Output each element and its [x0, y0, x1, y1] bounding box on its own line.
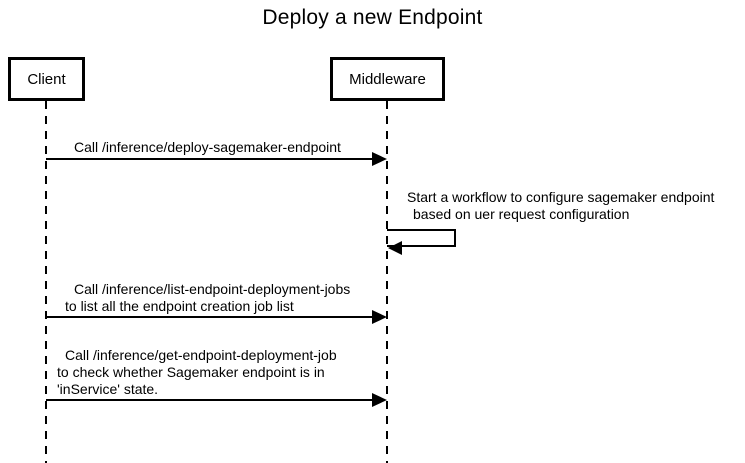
arrowhead-right-icon — [372, 393, 387, 407]
message-3-line-2: to check whether Sagemaker endpoint is i… — [57, 364, 325, 380]
self-message-line-1: Start a workflow to configure sagemaker … — [407, 189, 715, 205]
arrowhead-left-icon — [388, 241, 402, 255]
message-3-line-3: 'inService' state. — [57, 381, 159, 397]
message-2-arrow — [46, 316, 373, 318]
arrowhead-right-icon — [372, 152, 387, 166]
message-1-arrow — [46, 158, 373, 160]
arrowhead-right-icon — [372, 310, 387, 324]
message-2-line-1: Call /inference/list-endpoint-deployment… — [74, 281, 351, 297]
message-3-line-1: Call /inference/get-endpoint-deployment-… — [65, 347, 337, 363]
actor-box-client: Client — [8, 57, 85, 101]
self-message-line-2: based on uer request configuration — [413, 206, 630, 222]
message-3-arrow — [46, 399, 373, 401]
lifeline-middleware — [386, 101, 388, 463]
actor-label-middleware: Middleware — [349, 70, 426, 88]
message-2-line-2: to list all the endpoint creation job li… — [65, 298, 294, 314]
diagram-title: Deploy a new Endpoint — [262, 6, 483, 29]
lifeline-client — [45, 101, 47, 463]
actor-label-client: Client — [27, 70, 66, 88]
message-1-line-1: Call /inference/deploy-sagemaker-endpoin… — [74, 139, 341, 155]
self-message-loop — [387, 229, 456, 247]
message-1-label: Call /inference/deploy-sagemaker-endpoin… — [65, 139, 341, 156]
message-3-label: Call /inference/get-endpoint-deployment-… — [57, 347, 337, 398]
actor-box-middleware: Middleware — [330, 57, 445, 101]
self-message-label: Start a workflow to configure sagemaker … — [407, 189, 714, 223]
message-2-label: Call /inference/list-endpoint-deployment… — [65, 281, 350, 315]
